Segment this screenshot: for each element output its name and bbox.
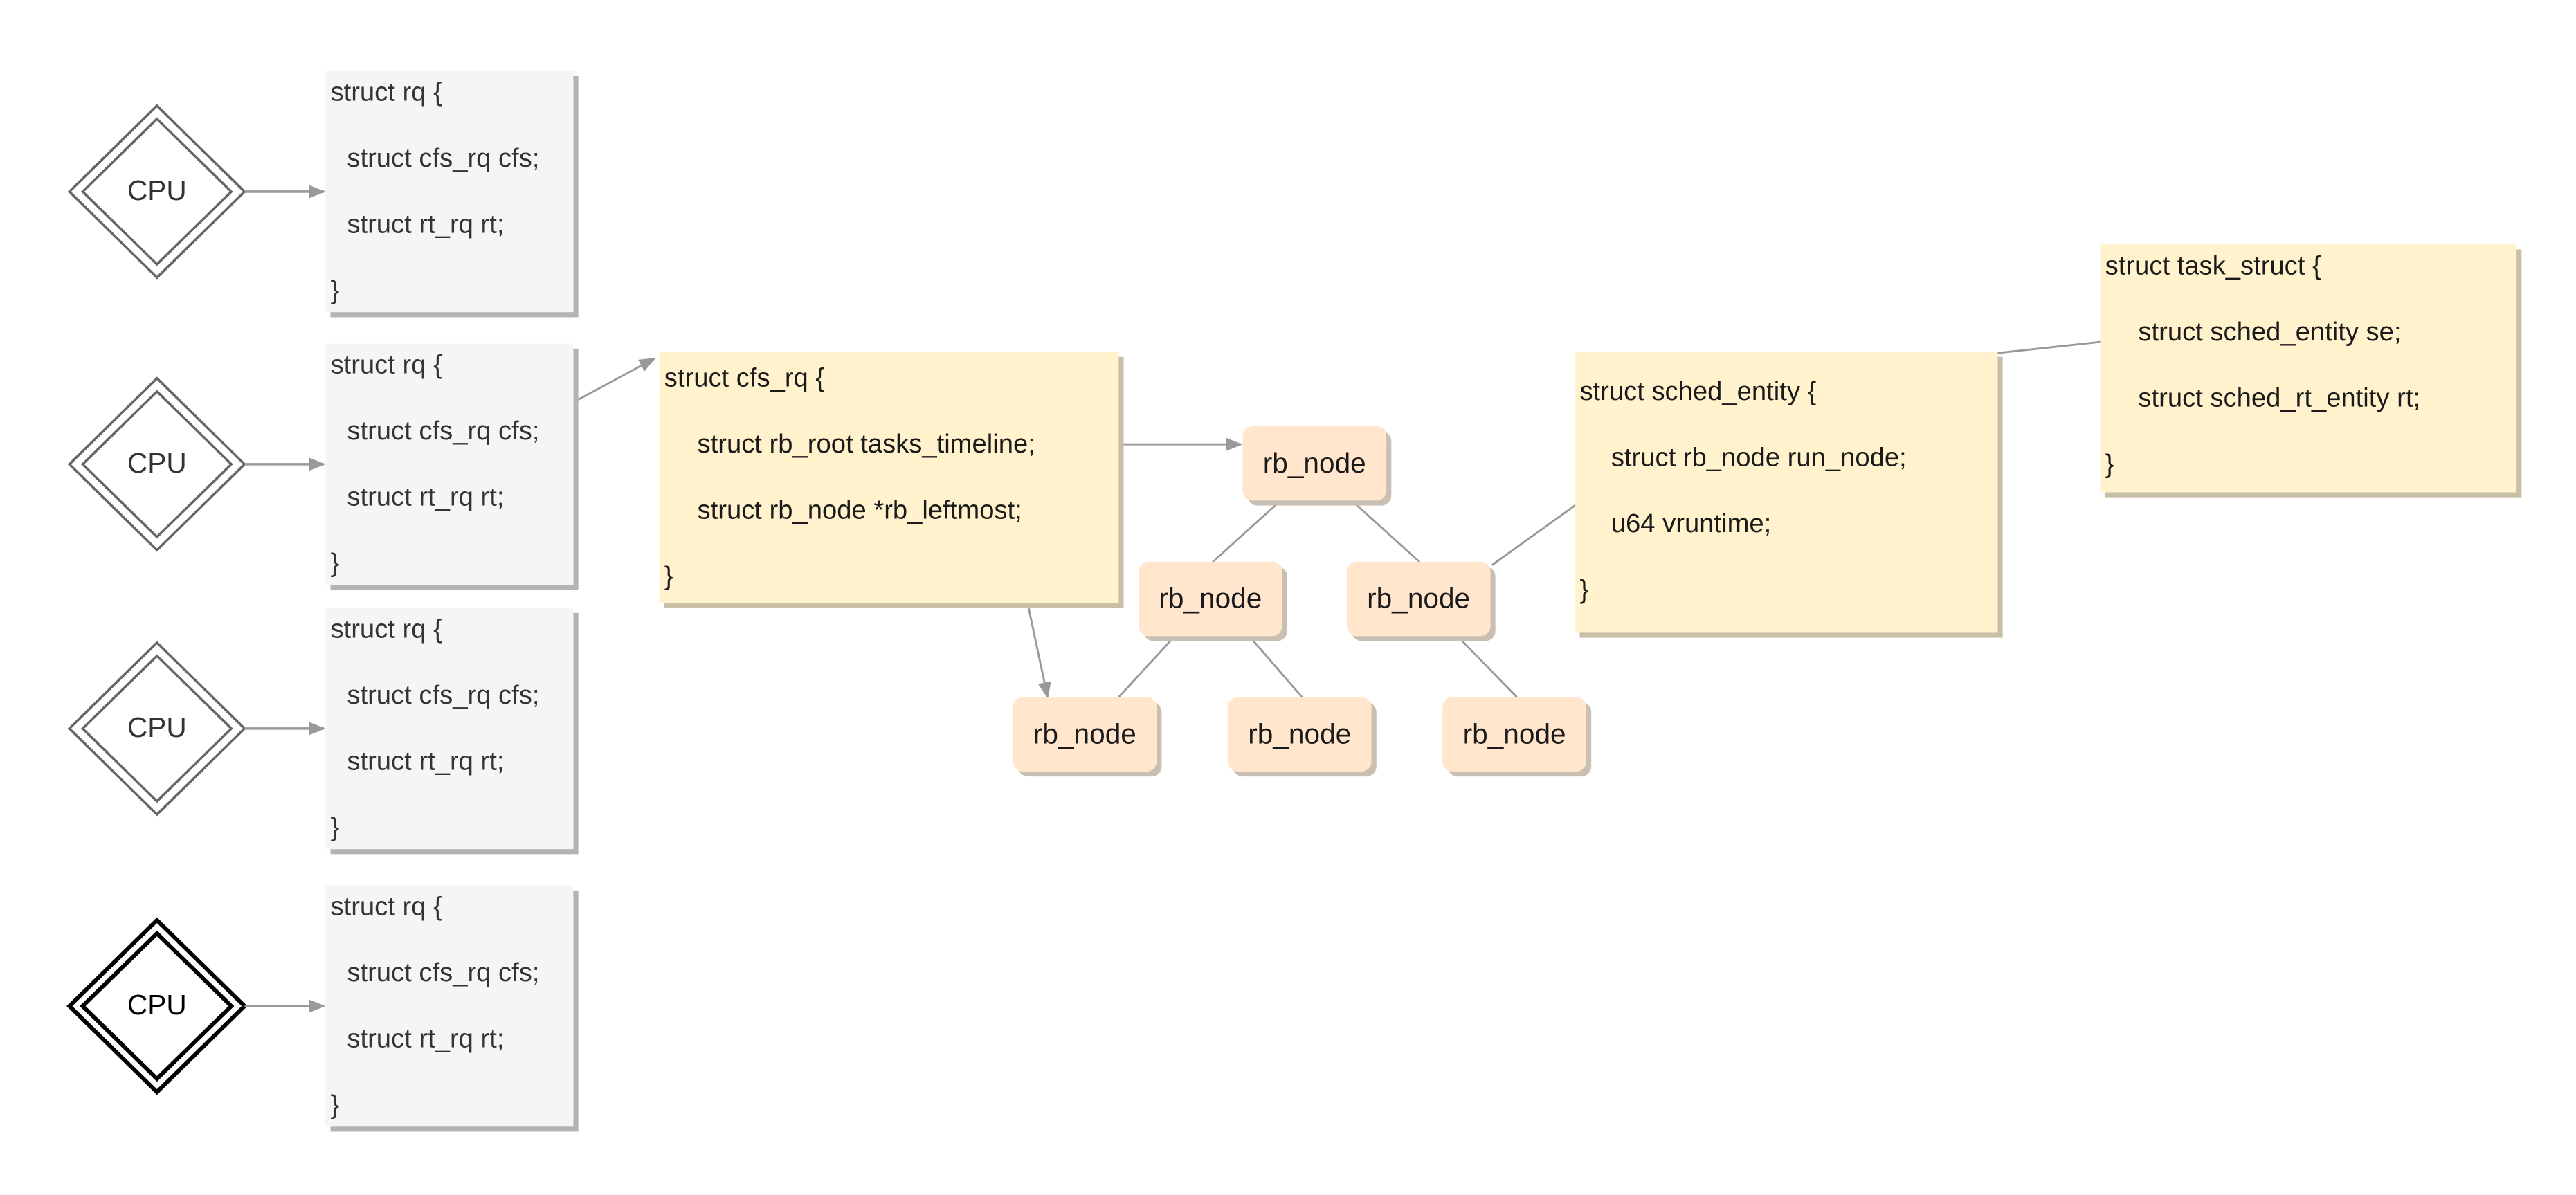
- rq-2-line-3: struct rt_rq rt;: [347, 484, 505, 513]
- rq-3-line-4: }: [330, 814, 340, 843]
- task-struct-line-4: }: [2105, 450, 2114, 480]
- sched-entity-line-3: u64 vruntime;: [1611, 510, 1772, 539]
- rq-struct-1: struct rq { struct cfs_rq cfs; struct rt…: [325, 71, 574, 313]
- rq-2-line-2: struct cfs_rq cfs;: [347, 418, 540, 446]
- task-struct-line-3: struct sched_rt_entity rt;: [2138, 385, 2421, 413]
- cpu-2-label: CPU: [127, 448, 187, 480]
- rb-node-left: rb_node: [1138, 561, 1282, 637]
- rq-4-line-1: struct rq {: [330, 893, 442, 922]
- cpu-3-label: CPU: [127, 712, 187, 744]
- task-struct-line-1: struct task_struct {: [2105, 253, 2321, 281]
- rq-2-line-4: }: [330, 550, 340, 578]
- cpu-4-label: CPU: [127, 989, 187, 1021]
- rq-3-line-1: struct rq {: [330, 616, 442, 645]
- rb-node-leftmost: rb_node: [1013, 697, 1157, 772]
- rq-struct-4: struct rq { struct cfs_rq cfs; struct rt…: [325, 885, 574, 1127]
- task-struct-line-2: struct sched_entity se;: [2138, 318, 2402, 347]
- cpu-diamond-shape-4: [66, 917, 248, 1095]
- rq-3-line-3: struct rt_rq rt;: [347, 748, 505, 777]
- sched-entity-line-1: struct sched_entity {: [1579, 378, 1817, 407]
- cfs-rq-line-1: struct cfs_rq {: [664, 365, 825, 394]
- cfs-rq-line-4: }: [664, 563, 673, 592]
- sched-entity-struct: struct sched_entity { struct rb_node run…: [1575, 352, 1998, 633]
- rq-2-line-1: struct rq {: [330, 352, 442, 381]
- rq-1-line-2: struct cfs_rq cfs;: [347, 145, 540, 174]
- cpu-1-label: CPU: [127, 175, 187, 207]
- cfs-rq-line-2: struct rb_root tasks_timeline;: [697, 431, 1035, 459]
- tree-edge-left-rightchild: [1248, 635, 1303, 698]
- rq-4-line-2: struct cfs_rq cfs;: [347, 960, 540, 988]
- sched-entity-line-4: }: [1579, 576, 1589, 605]
- task-struct: struct task_struct { struct sched_entity…: [2100, 244, 2517, 493]
- cpu-diamond-shape-3: [67, 641, 246, 817]
- tree-edge-right-child: [1456, 635, 1518, 698]
- rb-node-right-child: rb_node: [1442, 697, 1586, 772]
- rq-4-line-4: }: [330, 1092, 340, 1120]
- tree-edge-left-leftchild: [1118, 635, 1176, 698]
- rq-struct-2: struct rq { struct cfs_rq cfs; struct rt…: [325, 343, 574, 585]
- cpu-diamond-shape-1: [67, 104, 246, 280]
- rb-node-root: rb_node: [1242, 426, 1387, 501]
- rq-1-line-4: }: [330, 277, 340, 306]
- cpu-2: CPU: [69, 378, 244, 550]
- cpu-3: CPU: [69, 643, 244, 814]
- tree-edge-root-right: [1351, 500, 1422, 565]
- sched-entity-line-2: struct rb_node run_node;: [1611, 444, 1907, 473]
- tree-edge-root-left: [1210, 500, 1282, 565]
- rq-1-line-3: struct rt_rq rt;: [347, 211, 505, 240]
- cpu-diamond-shape-2: [67, 376, 246, 552]
- cpu-1: CPU: [69, 106, 244, 277]
- cfs-rq-struct: struct cfs_rq { struct rb_root tasks_tim…: [659, 352, 1119, 603]
- rq-1-line-1: struct rq {: [330, 79, 442, 108]
- rb-node-left-right: rb_node: [1227, 697, 1372, 772]
- cpu-4: CPU: [69, 920, 244, 1092]
- cfs-rq-line-3: struct rb_node *rb_leftmost;: [697, 497, 1022, 526]
- rq-3-line-2: struct cfs_rq cfs;: [347, 682, 540, 711]
- rq-4-line-3: struct rt_rq rt;: [347, 1025, 505, 1055]
- rb-node-right: rb_node: [1346, 561, 1491, 637]
- rq-struct-3: struct rq { struct cfs_rq cfs; struct rt…: [325, 608, 574, 850]
